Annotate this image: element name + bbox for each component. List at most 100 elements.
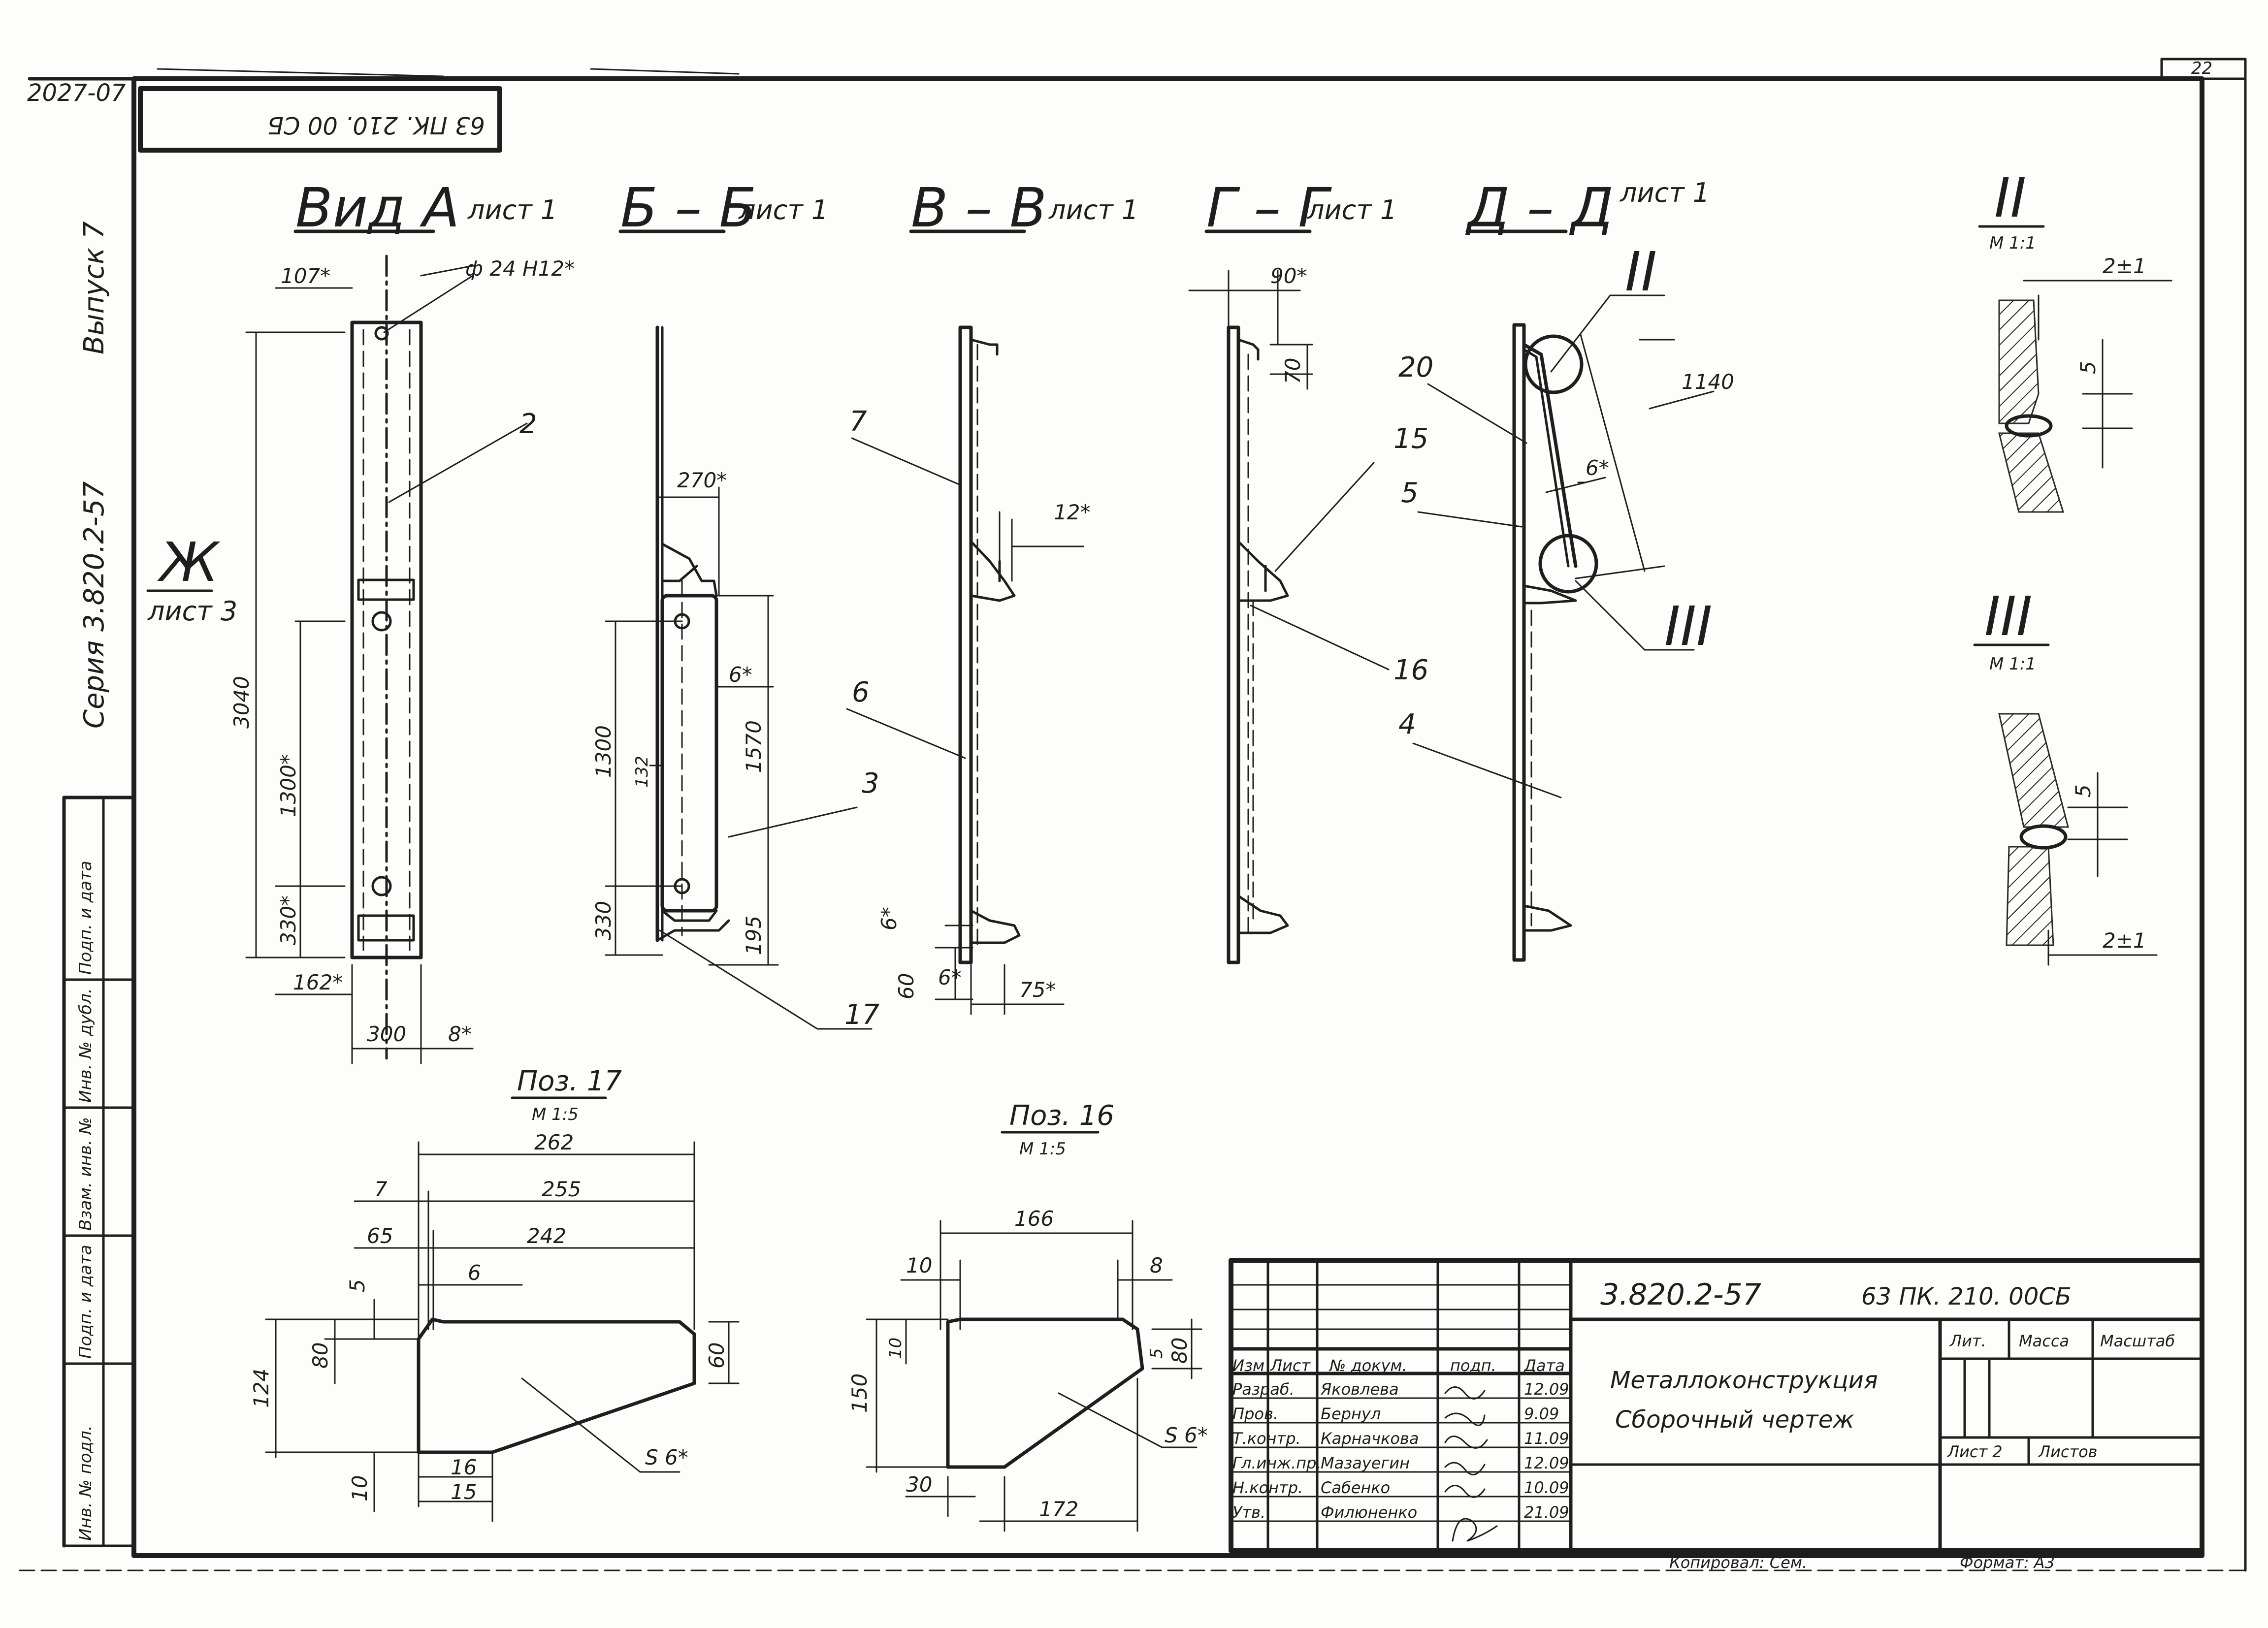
pos17-d80: 80 [308,1342,332,1369]
tb-sheet: Лист 2 [1947,1442,2003,1461]
outer-frame [19,58,2247,1572]
tb-row-name: Карначкова [1321,1429,1419,1448]
view-g-d90: 90* [1270,264,1307,288]
tb-scale: Масштаб [2100,1332,2175,1350]
view-b-d5: 1570 [742,720,766,773]
view-a-h-bottom: 330* [276,895,300,945]
stamp-box: 63 ПК. 210. 00 СБ [138,86,502,153]
view-v-pos6: 6 [852,676,870,708]
tb-lit: Лит. [1949,1332,1986,1350]
pos16-d172: 172 [1039,1497,1078,1521]
tb-series: 3.820.2-57 [1600,1277,1761,1312]
view-v-drawing [846,325,1084,1015]
view-zh-sheet: лист 3 [147,596,237,627]
view-v-d6b: 6* [938,965,962,990]
view-v-title: В – В [911,176,1047,239]
pos16-thick: S 6* [1165,1423,1208,1447]
tb-col-doc: № докум. [1328,1356,1407,1375]
view-b-pos17: 17 [844,999,880,1031]
view-a-w-left: 162* [293,970,343,994]
pos17-d5: 5 [345,1279,369,1292]
tb-row-role: Пров. [1232,1405,1278,1423]
sheet-corner-number: 22 [2191,59,2212,78]
detail-ii-drawing [1998,280,2172,513]
pos17-d255: 255 [542,1177,581,1201]
tb-copied: Копировал: Сем. [1669,1553,1807,1572]
tb-row-name: Бернул [1321,1405,1381,1423]
view-d-callout3: III [1664,595,1712,658]
left-margin [62,796,136,1548]
view-b-pos3: 3 [862,767,879,799]
view-a-pos: 2 [519,408,537,440]
detail-iii-scale: М 1:1 [1989,654,2036,674]
view-d-pos4: 4 [1398,708,1416,740]
detail-ii-gap: 2±1 [2103,254,2146,278]
pos16-d30: 30 [906,1472,932,1497]
view-d-pos20: 20 [1398,351,1433,383]
pos16-d10: 10 [906,1253,932,1277]
tb-row-role: Н.контр. [1232,1478,1303,1497]
tb-row-name: Филюненко [1321,1503,1417,1522]
view-v-sheet: лист 1 [1048,194,1138,225]
pos16-d8: 8 [1150,1253,1163,1277]
tb-col-list: Лист [1270,1356,1311,1375]
tb-sheets: Листов [2038,1442,2098,1461]
view-d-d6: 6* [1586,456,1609,480]
tb-doc-code: 63 ПК. 210. 00СБ [1861,1283,2072,1310]
pos17-d15: 15 [451,1480,477,1504]
view-a-weld: 8* [448,1022,472,1046]
view-a-dim-top: 107* [281,264,330,288]
pos17-thick: S 6* [645,1445,688,1469]
tb-name-line2: Сборочный чертеж [1615,1406,1854,1434]
view-v-d12: 12* [1054,500,1090,524]
view-b-d6: 330 [591,901,616,940]
view-b-d4: 132 [632,756,652,788]
view-g-drawing [1188,270,1390,964]
view-g-sheet: лист 1 [1307,194,1397,225]
tb-row: Т.контр. Карначкова 11.09 [1232,1429,1569,1448]
view-a-sheet: лист 1 [467,194,557,225]
pos17-d124: 124 [249,1369,273,1408]
margin-sign-date-2: Подп. и дата [76,1245,96,1359]
view-b-d3: 1300 [591,725,616,778]
view-g-pos16: 16 [1393,654,1428,686]
pos16-title: Поз. 16 [1009,1100,1114,1132]
tb-row-date: 21.09 [1524,1503,1569,1522]
tb-row-role: Утв. [1232,1503,1265,1522]
view-d-sheet: лист 1 [1620,177,1710,208]
view-v-d60: 60 [894,973,918,999]
detail-ii-scale: М 1:1 [1989,233,2036,253]
tb-row-date: 12.09 [1524,1454,1569,1472]
series-label: Серия 3.820.2-57 [78,481,110,729]
tb-row: Пров. Бернул 9.09 [1232,1405,1559,1423]
tb-row-role: Т.контр. [1232,1429,1301,1448]
view-b-d7: 195 [742,916,766,955]
view-a-h-total: 3040 [229,676,254,729]
pos17-d242: 242 [527,1224,566,1248]
tb-col-izm: Изм [1232,1356,1264,1375]
view-b-d2: 6* [729,663,752,687]
view-a-h-mid: 1300* [276,754,300,817]
tb-mass: Масса [2019,1332,2069,1350]
pos16-d5: 5 [1147,1348,1166,1359]
pos17-scale: М 1:5 [532,1105,579,1124]
view-g-title: Г – Г [1206,176,1332,239]
view-b-drawing [605,325,873,1030]
tb-row-name: Яковлева [1320,1380,1399,1399]
tb-row-name: Сабенко [1321,1478,1390,1497]
tb-col-sign: подп. [1450,1356,1496,1375]
view-b-d1: 270* [677,468,727,492]
tb-row-role: Разраб. [1232,1380,1295,1399]
margin-vzam-inv: Взам. инв. № [76,1117,96,1231]
pos17-d16: 16 [451,1455,477,1479]
stamp-code: 63 ПК. 210. 00 СБ [267,111,485,139]
pos17-d10: 10 [348,1475,372,1501]
view-v-d6a: 6* [877,907,901,930]
pos16-d166: 166 [1014,1207,1054,1231]
pos16-drawing [866,1220,1202,1532]
detail-iii-leg: 5 [2071,784,2095,798]
tb-row-date: 9.09 [1524,1405,1559,1423]
tb-name-line1: Металлоконструкция [1610,1367,1878,1394]
